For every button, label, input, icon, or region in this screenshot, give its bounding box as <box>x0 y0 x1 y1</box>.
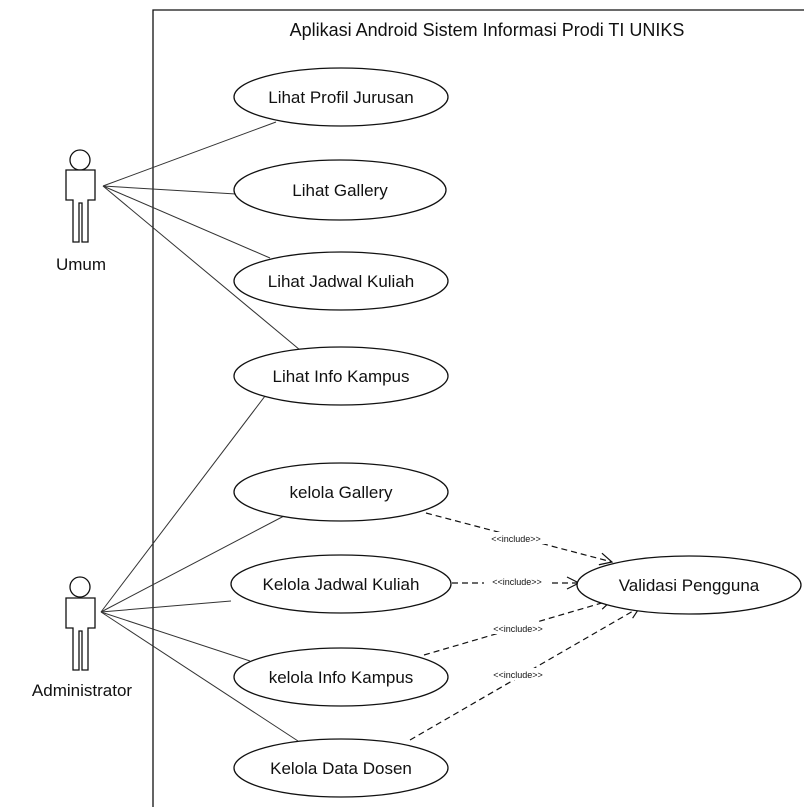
include-dependency-uc5: <<include>> <box>425 512 614 566</box>
association-lines <box>100 121 301 742</box>
include-line <box>425 512 613 563</box>
actor-administrator-label: Administrator <box>32 681 132 700</box>
include-label: <<include>> <box>493 670 543 680</box>
include-dependency-uc7: <<include>> <box>423 597 614 656</box>
association-line-umum-uc3 <box>102 185 271 259</box>
system-boundary: Aplikasi Android Sistem Informasi Prodi … <box>152 9 804 807</box>
use-case-label: kelola Info Kampus <box>269 668 414 687</box>
association-line-admin-uc8 <box>100 611 299 742</box>
use-case-label: Validasi Pengguna <box>619 576 760 595</box>
system-title: Aplikasi Android Sistem Informasi Prodi … <box>290 20 685 40</box>
association-line-admin-uc5 <box>100 515 285 613</box>
actor-umum[interactable]: Umum <box>56 149 106 274</box>
actor-figure-icon <box>65 149 96 243</box>
actor-figure-icon <box>65 576 96 671</box>
actor-umum-label: Umum <box>56 255 106 274</box>
include-label-background <box>485 668 551 680</box>
association-line-umum-uc2 <box>102 185 237 195</box>
use-case-label: Kelola Jadwal Kuliah <box>263 575 420 594</box>
include-dependency-uc6: <<include>> <box>452 575 581 590</box>
use-case-lihat-jadwal-kuliah[interactable]: Lihat Jadwal Kuliah <box>233 251 449 311</box>
use-case-lihat-gallery[interactable]: Lihat Gallery <box>233 159 447 221</box>
use-case-lihat-profil-jurusan[interactable]: Lihat Profil Jurusan <box>233 67 449 127</box>
use-case-kelola-data-dosen[interactable]: Kelola Data Dosen <box>233 738 449 798</box>
use-case-label: Lihat Profil Jurusan <box>268 88 414 107</box>
include-dependency-uc8: <<include>> <box>409 606 642 741</box>
include-dependencies: <<include>> <<include>> <<include>> <<inclu… <box>409 512 642 741</box>
use-case-label: Kelola Data Dosen <box>270 759 412 778</box>
include-line <box>423 599 613 656</box>
include-label-background <box>483 532 549 544</box>
include-label: <<include>> <box>491 534 541 544</box>
use-case-kelola-gallery[interactable]: kelola Gallery <box>233 462 449 522</box>
actor-administrator[interactable]: Administrator <box>32 576 132 700</box>
use-case-kelola-jadwal-kuliah[interactable]: Kelola Jadwal Kuliah <box>230 554 452 614</box>
include-label: <<include>> <box>492 577 542 587</box>
include-label-background <box>484 575 550 587</box>
include-label: <<include>> <box>493 624 543 634</box>
association-line-admin-uc7 <box>100 611 251 662</box>
use-case-label: Lihat Jadwal Kuliah <box>268 272 414 291</box>
use-case-label: Lihat Info Kampus <box>272 367 409 386</box>
use-case-label: Lihat Gallery <box>292 181 388 200</box>
include-label-background <box>485 622 551 634</box>
arrowhead-icon <box>598 552 614 566</box>
association-line-umum-uc4 <box>102 185 301 351</box>
association-line-umum-uc1 <box>102 121 277 187</box>
use-case-lihat-info-kampus[interactable]: Lihat Info Kampus <box>233 346 449 406</box>
use-case-kelola-info-kampus[interactable]: kelola Info Kampus <box>233 647 449 707</box>
use-case-validasi-pengguna[interactable]: Validasi Pengguna <box>576 555 802 615</box>
use-case-label: kelola Gallery <box>290 483 393 502</box>
association-line-admin-uc6 <box>100 600 232 613</box>
